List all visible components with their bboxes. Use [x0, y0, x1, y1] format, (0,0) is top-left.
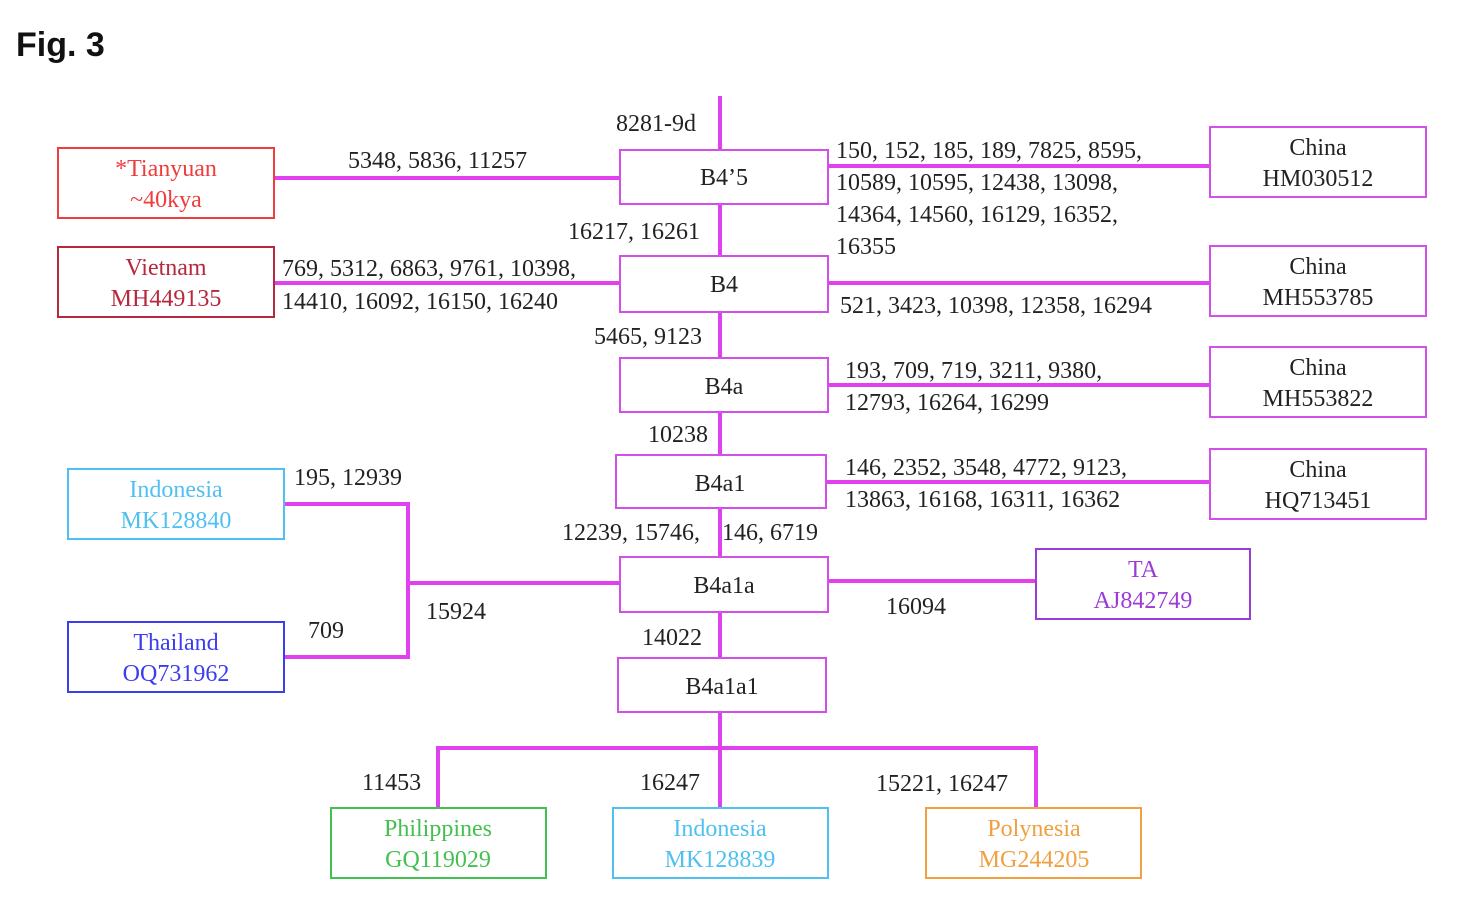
node-china3: China MH553822 — [1209, 346, 1427, 418]
mutation-label-b4a1a-b4a1a1: 14022 — [642, 625, 702, 651]
mutation-label-b4a1-b4a1a-right: 146, 6719 — [722, 520, 818, 546]
mutation-label-root: 8281-9d — [616, 111, 696, 137]
node-china4-line1: China — [1289, 457, 1347, 483]
node-ta: TA AJ842749 — [1035, 548, 1251, 620]
mutation-label-china1-line1: 150, 152, 185, 189, 7825, 8595, — [836, 138, 1142, 164]
mutation-label-china1-line3: 14364, 14560, 16129, 16352, — [836, 202, 1118, 228]
mutation-label-b45-b4: 16217, 16261 — [568, 219, 700, 245]
mutation-label-tianyuan: 5348, 5836, 11257 — [348, 148, 527, 174]
node-philippines: Philippines GQ119029 — [330, 807, 547, 879]
mutation-label-ta: 16094 — [886, 594, 946, 620]
node-tianyuan: *Tianyuan ~40kya — [57, 147, 275, 219]
node-indonesia2-line2: MK128839 — [665, 847, 776, 873]
mutation-label-china3-line2: 12793, 16264, 16299 — [845, 390, 1049, 416]
node-china4-line2: HQ713451 — [1265, 488, 1372, 514]
node-china3-line2: MH553822 — [1263, 386, 1374, 412]
mutation-label-sea-stem: 15924 — [426, 599, 486, 625]
node-polynesia-line1: Polynesia — [987, 816, 1081, 842]
mutation-label-b4-b4a: 5465, 9123 — [594, 324, 702, 350]
mutation-label-vietnam-line2: 14410, 16092, 16150, 16240 — [282, 289, 558, 315]
node-b4a1a-label: B4a1a — [693, 573, 755, 599]
node-china3-line1: China — [1289, 355, 1347, 381]
node-china1-line2: HM030512 — [1263, 166, 1374, 192]
node-b4a1a: B4a1a — [619, 556, 829, 613]
node-china2-line2: MH553785 — [1263, 285, 1374, 311]
node-b4a1a1: B4a1a1 — [617, 657, 827, 713]
mutation-label-china1-line2: 10589, 10595, 12438, 13098, — [836, 170, 1118, 196]
mutation-label-thailand: 709 — [308, 618, 344, 644]
mutation-label-china2: 521, 3423, 10398, 12358, 16294 — [840, 293, 1152, 319]
node-indonesia1-line2: MK128840 — [121, 508, 232, 534]
node-china2-line1: China — [1289, 254, 1347, 280]
node-china1: China HM030512 — [1209, 126, 1427, 198]
node-b4a1: B4a1 — [615, 454, 827, 509]
node-china1-line1: China — [1289, 135, 1347, 161]
node-b4a1-label: B4a1 — [695, 471, 746, 497]
node-thailand-line1: Thailand — [133, 630, 218, 656]
node-polynesia-line2: MG244205 — [979, 847, 1090, 873]
node-vietnam: Vietnam MH449135 — [57, 246, 275, 318]
node-b45-label: B4’5 — [700, 165, 748, 191]
node-china4: China HQ713451 — [1209, 448, 1427, 520]
node-indonesia2-line1: Indonesia — [673, 816, 767, 842]
node-china2: China MH553785 — [1209, 245, 1427, 317]
node-thailand: Thailand OQ731962 — [67, 621, 285, 693]
node-b4a-label: B4a — [705, 374, 744, 400]
node-b4: B4 — [619, 255, 829, 313]
node-vietnam-line1: Vietnam — [125, 255, 207, 281]
mutation-label-china4-line1: 146, 2352, 3548, 4772, 9123, — [845, 455, 1127, 481]
node-b45: B4’5 — [619, 149, 829, 205]
node-ta-line2: AJ842749 — [1094, 588, 1193, 614]
node-vietnam-line2: MH449135 — [111, 286, 222, 312]
node-philippines-line1: Philippines — [384, 816, 492, 842]
mutation-label-china3-line1: 193, 709, 719, 3211, 9380, — [845, 358, 1102, 384]
mutation-label-china4-line2: 13863, 16168, 16311, 16362 — [845, 487, 1120, 513]
node-polynesia: Polynesia MG244205 — [925, 807, 1142, 879]
edge-indonesia1-branch — [282, 502, 410, 659]
mutation-label-philippines: 11453 — [362, 770, 421, 796]
mutation-label-indonesia2: 16247 — [640, 770, 700, 796]
mutation-label-indonesia1: 195, 12939 — [294, 465, 402, 491]
mutation-labels: 8281-9d 5348, 5836, 11257 150, 152, 185,… — [282, 111, 1152, 797]
mutation-label-polynesia: 15221, 16247 — [876, 771, 1008, 797]
node-indonesia1-line1: Indonesia — [129, 477, 223, 503]
figure-title: Fig. 3 — [16, 26, 105, 64]
mutation-label-china1-line4: 16355 — [836, 234, 896, 260]
mutation-label-vietnam-line1: 769, 5312, 6863, 9761, 10398, — [282, 256, 576, 282]
node-indonesia1: Indonesia MK128840 — [67, 468, 285, 540]
node-tianyuan-line1: *Tianyuan — [115, 156, 217, 182]
mutation-label-b4a1-b4a1a-left: 12239, 15746, — [562, 520, 700, 546]
node-ta-line1: TA — [1128, 557, 1159, 583]
node-indonesia2: Indonesia MK128839 — [612, 807, 829, 879]
tree-edges — [272, 96, 1212, 810]
node-b4-label: B4 — [710, 272, 738, 298]
node-b4a: B4a — [619, 357, 829, 413]
mutation-label-b4a-b4a1: 10238 — [648, 422, 708, 448]
edge-bottom-bar — [436, 746, 1038, 810]
node-tianyuan-line2: ~40kya — [130, 187, 202, 213]
node-b4a1a1-label: B4a1a1 — [685, 674, 758, 700]
node-philippines-line2: GQ119029 — [385, 847, 491, 873]
node-thailand-line2: OQ731962 — [123, 661, 230, 687]
